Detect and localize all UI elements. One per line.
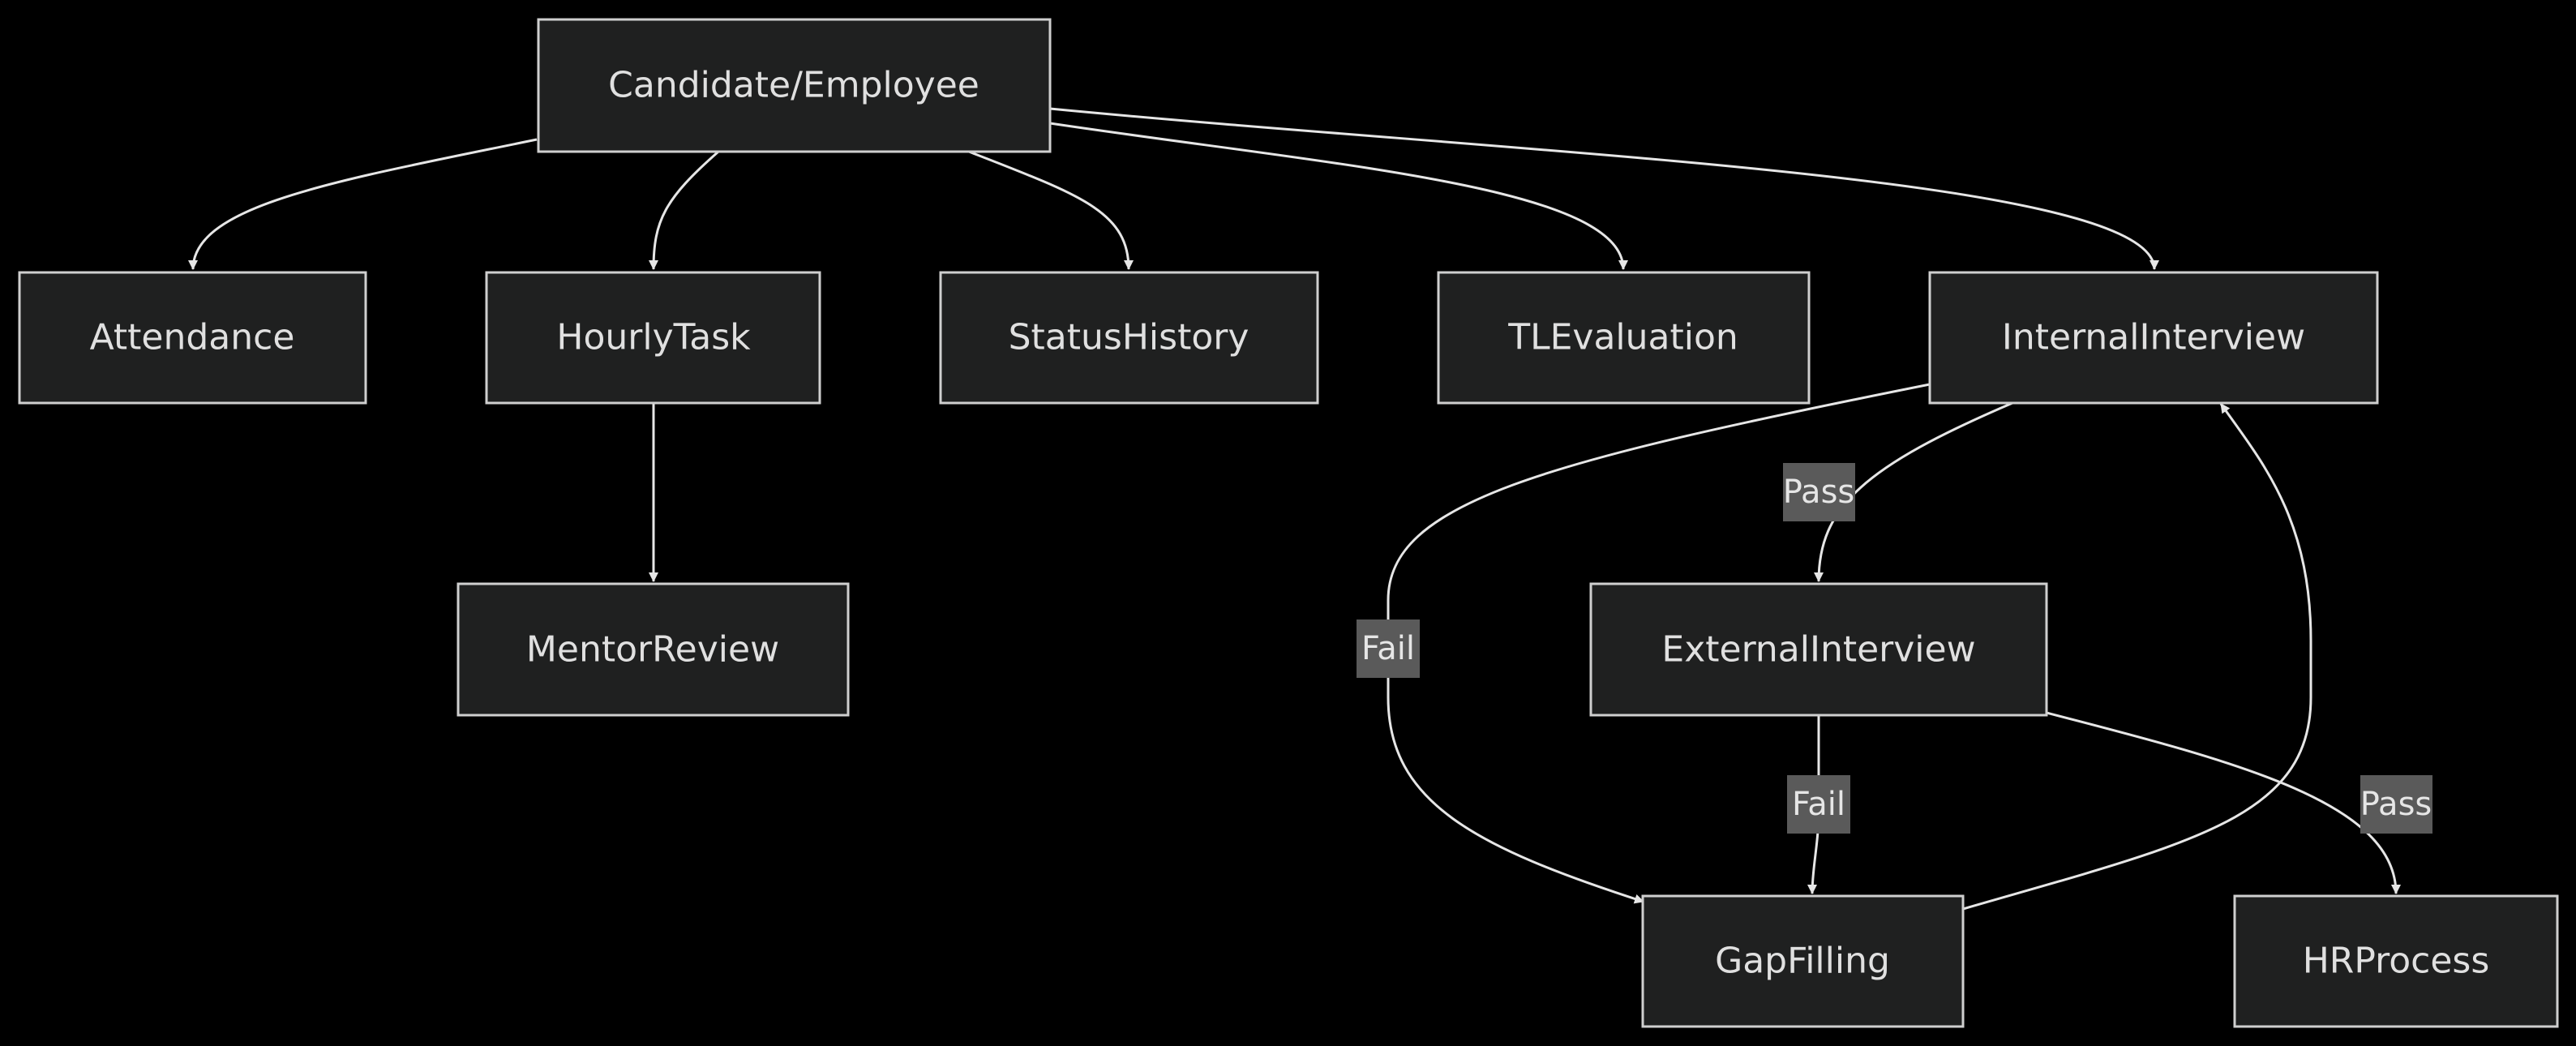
node-statushistory[interactable]: StatusHistory: [939, 271, 1319, 405]
edge-candidate-to-statushistory: [968, 150, 1134, 270]
edge-internalinterview-to-gapfilling: [1387, 383, 1931, 904]
edge-labels: Pass Fail Fail Pass: [1357, 463, 2432, 834]
node-gapfilling[interactable]: GapFilling: [1641, 894, 1965, 1028]
edge-label-internal-fail-text: Fail: [1361, 630, 1415, 667]
node-externalinterview[interactable]: ExternalInterview: [1589, 582, 2048, 717]
nodes: Candidate/Employee Attendance HourlyTask…: [18, 18, 2559, 1028]
node-hrprocess[interactable]: HRProcess: [2233, 894, 2559, 1028]
node-internalinterview-label: InternalInterview: [2002, 317, 2305, 358]
edge-internalinterview-to-externalinterview: [1814, 401, 2013, 582]
node-gapfilling-label: GapFilling: [1715, 941, 1890, 982]
node-statushistory-label: StatusHistory: [1009, 317, 1249, 358]
edge-label-external-pass: Pass: [2360, 775, 2432, 834]
edge-label-external-fail: Fail: [1787, 775, 1850, 834]
node-externalinterview-label: ExternalInterview: [1661, 629, 1975, 671]
node-hourlytask-label: HourlyTask: [556, 317, 751, 358]
node-hourlytask[interactable]: HourlyTask: [485, 271, 821, 405]
node-mentorreview-label: MentorReview: [526, 629, 779, 671]
edge-label-internal-pass: Pass: [1783, 463, 1855, 521]
edge-gapfilling-to-internalinterview: [1962, 403, 2312, 911]
node-attendance-label: Attendance: [90, 317, 295, 358]
edge-candidate-to-attendance: [188, 138, 538, 270]
edge-candidate-to-tlevaluation: [1049, 122, 1628, 270]
edge-label-external-pass-text: Pass: [2360, 786, 2432, 823]
edge-label-external-fail-text: Fail: [1792, 786, 1845, 823]
node-candidate-employee[interactable]: Candidate/Employee: [537, 18, 1052, 153]
edge-candidate-to-hourlytask: [649, 150, 719, 270]
edge-externalinterview-to-hrprocess: [2046, 711, 2401, 894]
node-internalinterview[interactable]: InternalInterview: [1928, 271, 2379, 405]
node-attendance[interactable]: Attendance: [18, 271, 367, 405]
edge-candidate-to-internalinterview: [1049, 107, 2159, 270]
edge-label-internal-pass-text: Pass: [1783, 474, 1855, 511]
edge-label-internal-fail: Fail: [1357, 619, 1420, 678]
node-hrprocess-label: HRProcess: [2303, 941, 2490, 982]
edges: [188, 107, 2401, 911]
node-tlevaluation-label: TLEvaluation: [1507, 317, 1738, 358]
node-candidate-employee-label: Candidate/Employee: [608, 65, 979, 106]
node-tlevaluation[interactable]: TLEvaluation: [1437, 271, 1811, 405]
node-mentorreview[interactable]: MentorReview: [456, 582, 850, 717]
